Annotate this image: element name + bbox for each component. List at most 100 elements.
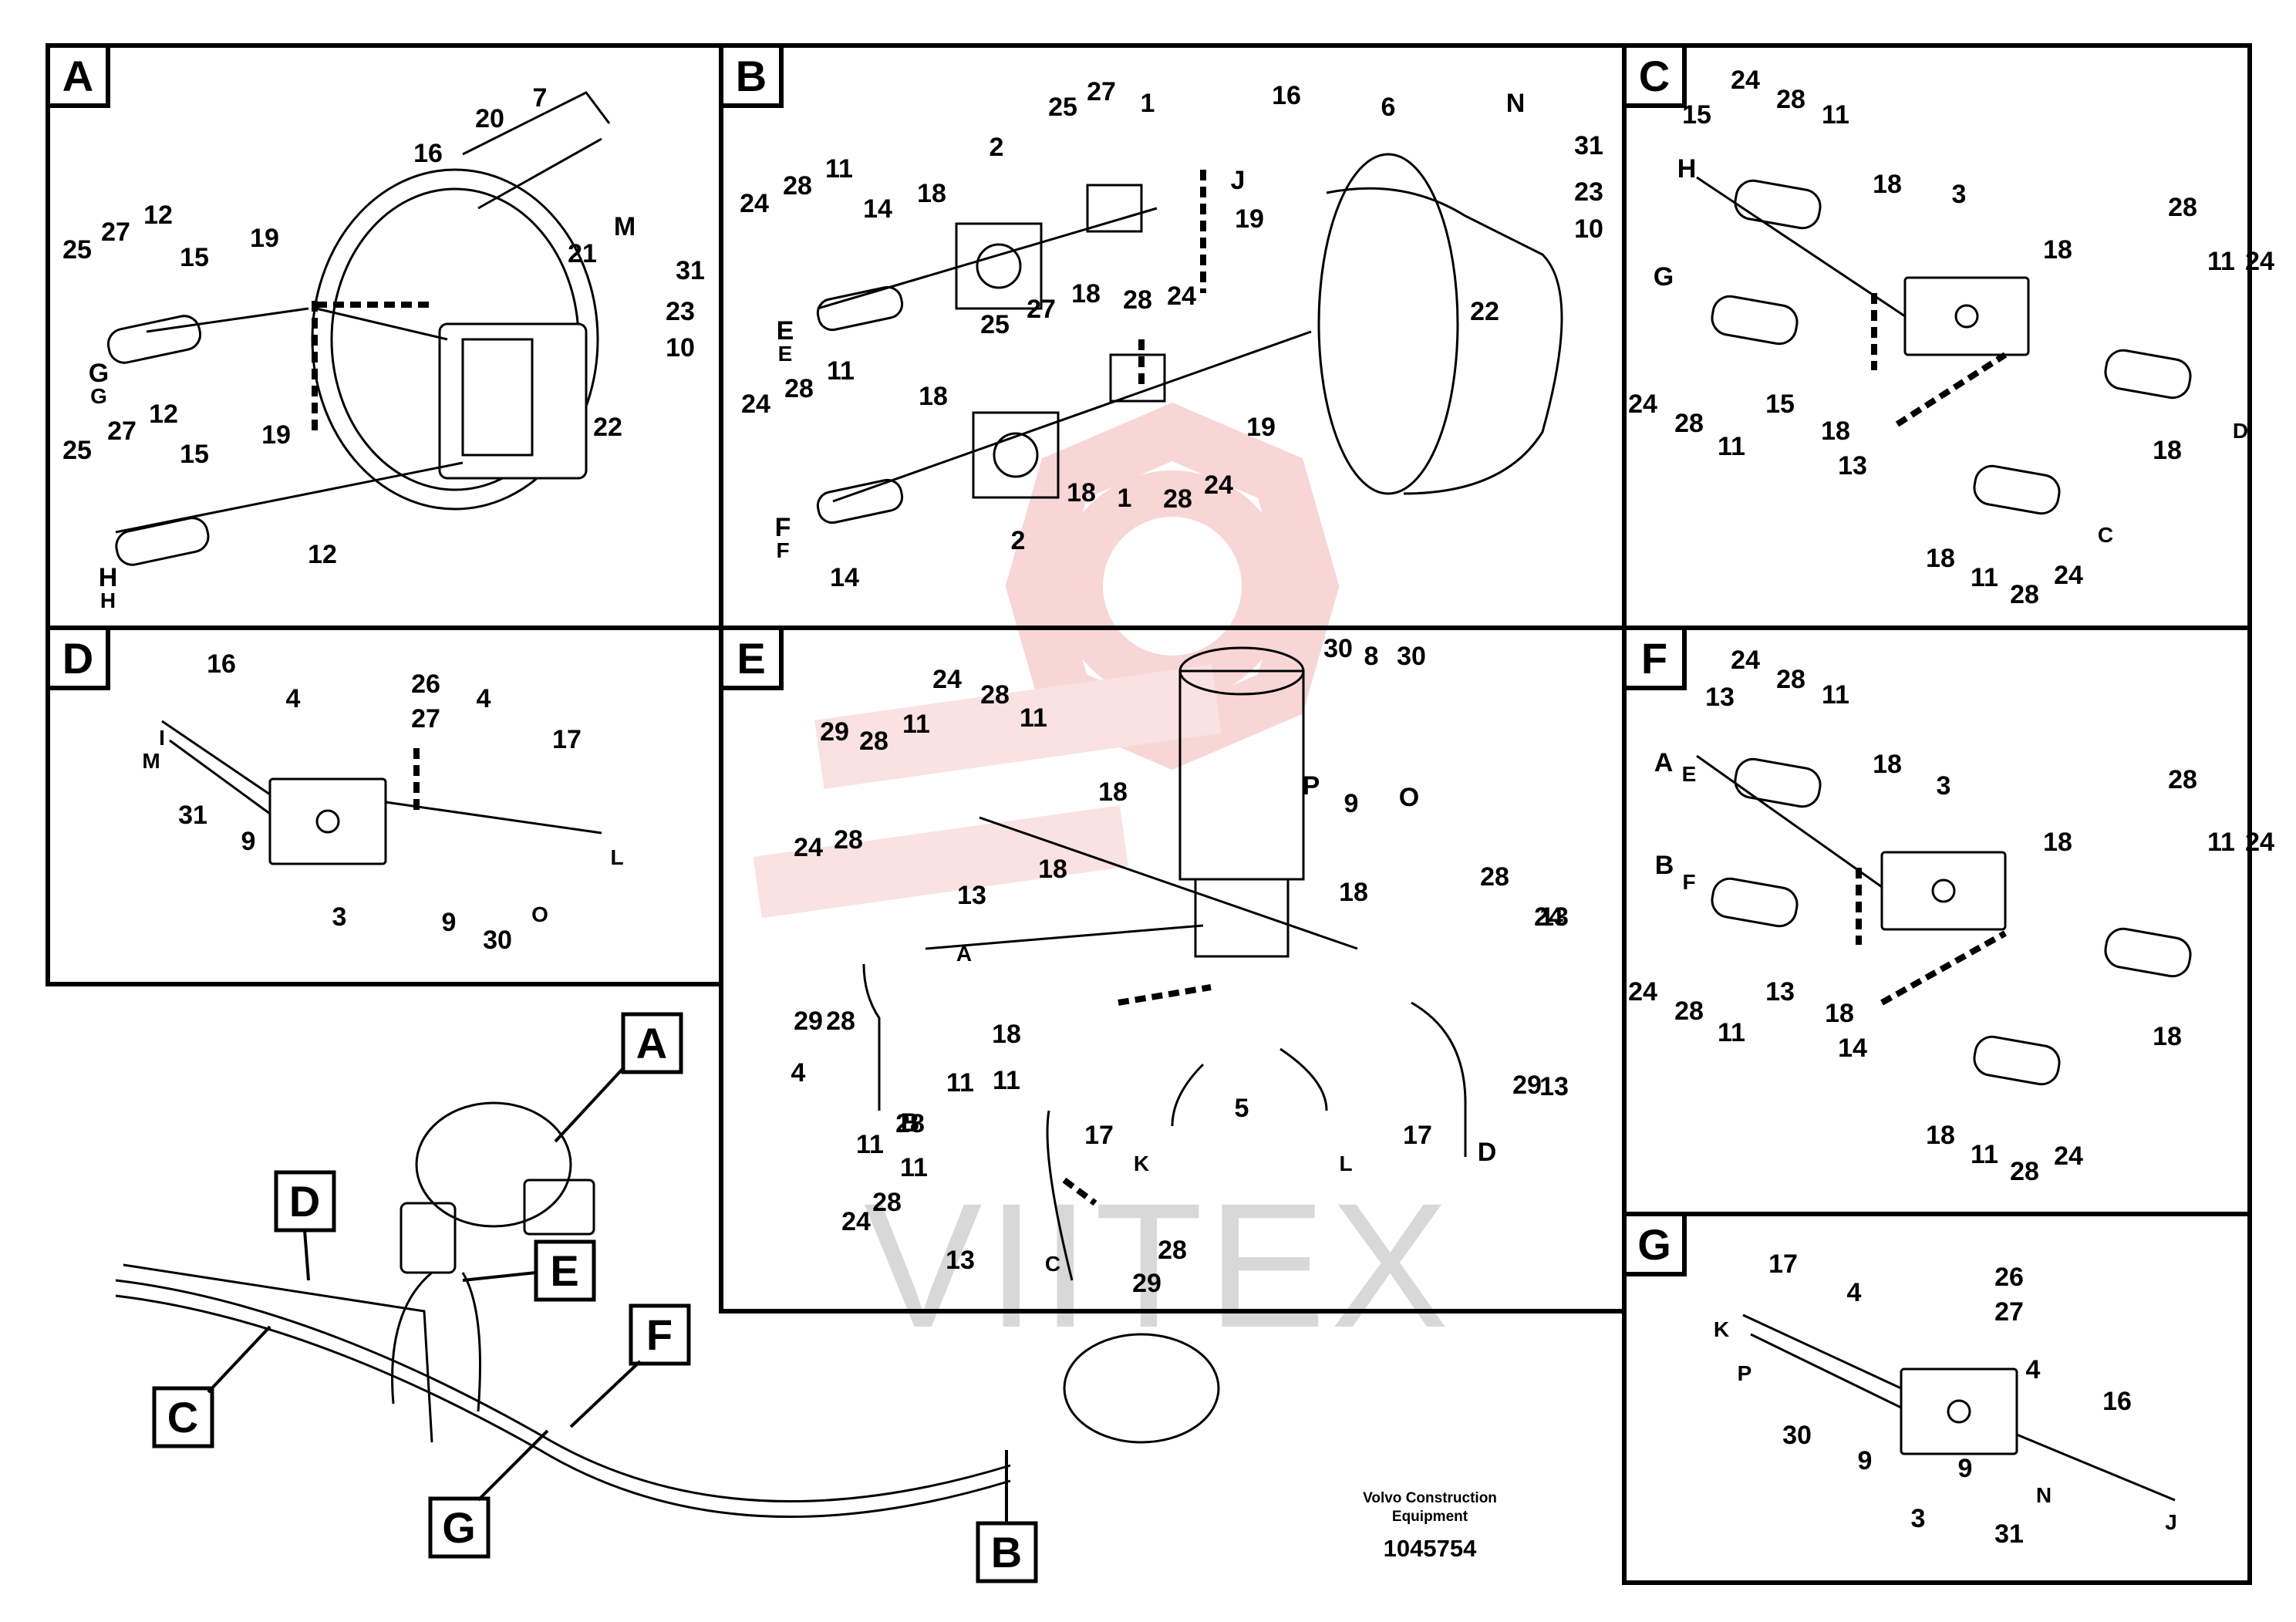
part-number-label: 29 (820, 717, 849, 747)
panel-frames (46, 43, 2252, 1585)
part-number-label: 3 (332, 902, 347, 932)
part-number-label: N (1506, 89, 1526, 118)
part-number-label: 3 (1911, 1504, 1926, 1533)
part-number-label: 1 (1141, 89, 1155, 118)
part-number-label: 28 (1776, 85, 1805, 114)
hose-end-label: C (2098, 523, 2113, 547)
part-number-label: 25 (62, 436, 92, 465)
panel-g-drawing (1742, 1313, 2176, 1502)
part-number-label: 28 (783, 171, 812, 201)
part-number-label: 24 (1534, 902, 1563, 932)
part-number-label: 21 (568, 239, 597, 268)
part-number-label: 11 (1822, 100, 1849, 130)
svg-text:D: D (62, 634, 93, 683)
part-number-label: 18 (2043, 828, 2072, 857)
part-number-label: 11 (1718, 432, 1745, 461)
panel-g-frame (1622, 1212, 2252, 1585)
part-number-label: 30 (1397, 642, 1426, 671)
part-labels: 7201621M312310222527121519G2527121519H12… (62, 66, 2274, 1549)
footer: Volvo Construction Equipment 1045754 (1363, 1490, 1497, 1562)
part-number-label: 13 (1539, 902, 1569, 932)
part-number-label: 10 (666, 333, 695, 363)
part-number-label: 24 (841, 1207, 871, 1236)
part-number-label: 17 (552, 725, 582, 754)
watermark-text: VIITEX (864, 1166, 1454, 1364)
part-number-label: 11 (827, 356, 855, 386)
part-number-label: 20 (475, 104, 504, 133)
part-number-label: 11 (2207, 247, 2235, 276)
part-number-label: 2 (1011, 526, 1026, 555)
panel-letter-boxes: A B C D E F G (46, 43, 1687, 1276)
part-number-label: 23 (666, 297, 695, 326)
hose-end-label: K (1714, 1317, 1729, 1341)
part-number-label: 16 (207, 649, 236, 679)
part-number-label: 14 (863, 194, 892, 224)
part-number-label: 24 (1167, 282, 1196, 311)
part-number-label: 16 (1272, 81, 1301, 110)
part-number-label: 18 (1926, 1121, 1955, 1150)
panel-c-drawing (1696, 176, 2192, 515)
part-number-label: 28 (1480, 862, 1509, 892)
part-number-label: 27 (101, 218, 130, 247)
part-number-label: 28 (980, 680, 1010, 710)
callout-f: F (569, 1303, 691, 1428)
part-number-label: 15 (1765, 389, 1795, 419)
part-number-label: 4 (791, 1058, 806, 1088)
svg-text:E: E (550, 1246, 578, 1295)
callout-b: B (976, 1450, 1038, 1583)
part-number-label: 28 (1776, 665, 1805, 694)
svg-text:G: G (1637, 1220, 1671, 1269)
part-number-label: 31 (676, 256, 705, 285)
part-number-label: 28 (2010, 580, 2039, 609)
hose-end-label: L (1339, 1152, 1352, 1175)
part-number-label: 12 (143, 201, 173, 230)
part-number-label: D (1478, 1138, 1497, 1167)
part-number-label: 11 (946, 1068, 974, 1098)
part-number-label: 18 (2153, 1022, 2182, 1051)
part-number-label: 28 (2010, 1157, 2039, 1186)
part-number-label: 19 (250, 224, 279, 253)
part-number-label: 18 (2153, 436, 2182, 465)
part-number-label: 28 (1674, 409, 1704, 438)
part-number-label: 24 (740, 189, 769, 218)
part-number-label: H (99, 563, 118, 592)
part-number-label: 2 (990, 133, 1004, 162)
hose-end-label: J (2165, 1510, 2177, 1534)
part-number-label: 30 (483, 926, 512, 955)
part-number-label: 29 (1132, 1269, 1161, 1298)
part-number-label: 13 (946, 1246, 975, 1275)
hose-end-label: I (159, 726, 165, 750)
part-number-label: 4 (286, 684, 301, 713)
svg-text:E: E (737, 634, 765, 683)
part-number-label: 15 (1682, 100, 1711, 130)
part-number-label: 24 (1628, 977, 1657, 1007)
part-number-label: 11 (1971, 563, 1998, 592)
part-number-label: 24 (2245, 247, 2274, 276)
panel-a-frame (46, 43, 723, 630)
part-number-label: 28 (784, 374, 814, 403)
part-number-label: 27 (411, 704, 440, 733)
part-number-label: 13 (1705, 683, 1735, 712)
svg-text:A: A (62, 52, 93, 100)
part-number-label: 24 (2054, 561, 2083, 590)
part-number-label: 24 (1731, 646, 1760, 675)
part-number-label: 28 (1158, 1236, 1187, 1265)
hose-end-label: N (2036, 1483, 2052, 1507)
hose-end-label: E (1682, 762, 1697, 786)
part-number-label: 14 (1838, 1034, 1867, 1063)
part-number-label: 9 (442, 908, 457, 937)
part-number-label: 18 (2043, 235, 2072, 265)
part-number-label: A (1654, 748, 1674, 777)
part-number-label: 31 (178, 801, 207, 830)
part-number-label: 18 (919, 382, 948, 411)
hose-end-label: O (531, 902, 548, 926)
part-number-label: 18 (917, 179, 946, 208)
part-number-label: 9 (1344, 789, 1359, 818)
part-number-label: 9 (1958, 1454, 1973, 1483)
overview-drawing (115, 1101, 1220, 1519)
part-number-label: 17 (1084, 1121, 1114, 1150)
part-number-label: 8 (1364, 642, 1379, 671)
part-number-label: 29 (794, 1007, 823, 1036)
panel-a-drawing (106, 91, 611, 566)
